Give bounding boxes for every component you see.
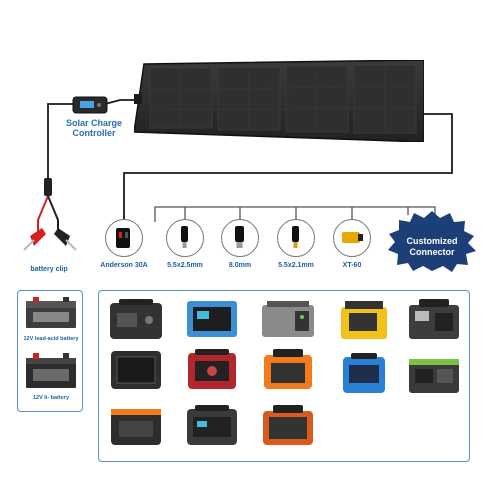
controller-label-line1: Solar Charge	[65, 118, 123, 128]
dc-8.0-connector	[221, 219, 259, 257]
solar-charge-controller	[72, 96, 108, 114]
battery-types-box: 12V lead-acid battery 12V li- battery	[17, 290, 83, 412]
power-stations-box	[98, 290, 470, 462]
anderson-plug-icon	[116, 228, 130, 248]
power-station-1	[110, 299, 162, 339]
battery-clip-label: battery clip	[30, 266, 68, 273]
anderson-label: Anderson 30A	[100, 262, 148, 269]
dc-5.5x2.5-label: 5.5x2.5mm	[167, 262, 203, 269]
power-station-8	[264, 349, 312, 389]
dc-5.5x2.1-connector	[277, 219, 315, 257]
power-station-3	[262, 301, 314, 337]
power-station-13	[263, 405, 313, 445]
power-station-9	[343, 353, 385, 393]
dc-plug-icon	[235, 226, 244, 248]
lithium-battery-image	[26, 353, 76, 388]
custom-line1: Customized	[406, 236, 458, 246]
xt60-plug-icon	[342, 232, 363, 243]
dc-plug-icon	[181, 226, 188, 248]
customized-connector-label: Customized Connector	[391, 236, 473, 258]
power-station-7	[188, 349, 236, 389]
battery-clip-image	[23, 178, 77, 251]
power-station-6	[111, 351, 161, 389]
power-station-10	[409, 359, 459, 393]
power-station-5	[409, 299, 459, 339]
custom-line2: Connector	[409, 247, 455, 257]
power-station-12	[187, 405, 237, 445]
customized-connector-badge	[388, 211, 476, 272]
solar-panel	[134, 60, 424, 142]
dc-8.0-label: 8.0mm	[228, 262, 252, 269]
lithium-battery-label: 12V li- battery	[32, 395, 70, 401]
anderson-connector	[105, 219, 143, 257]
controller-label: Solar Charge Controller	[54, 118, 134, 138]
power-station-4	[341, 301, 387, 339]
lead-acid-battery-image	[26, 297, 76, 328]
power-station-11	[111, 409, 161, 445]
dc-5.5x2.1-label: 5.5x2.1mm	[278, 262, 314, 269]
dc-plug-icon	[292, 226, 299, 248]
xt60-label: XT-60	[342, 262, 362, 269]
power-station-2	[187, 301, 237, 337]
controller-label-line2: Controller	[72, 128, 116, 138]
dc-5.5x2.5-connector	[166, 219, 204, 257]
xt60-connector	[333, 219, 371, 257]
lead-acid-battery-label: 12V lead-acid battery	[23, 336, 79, 342]
